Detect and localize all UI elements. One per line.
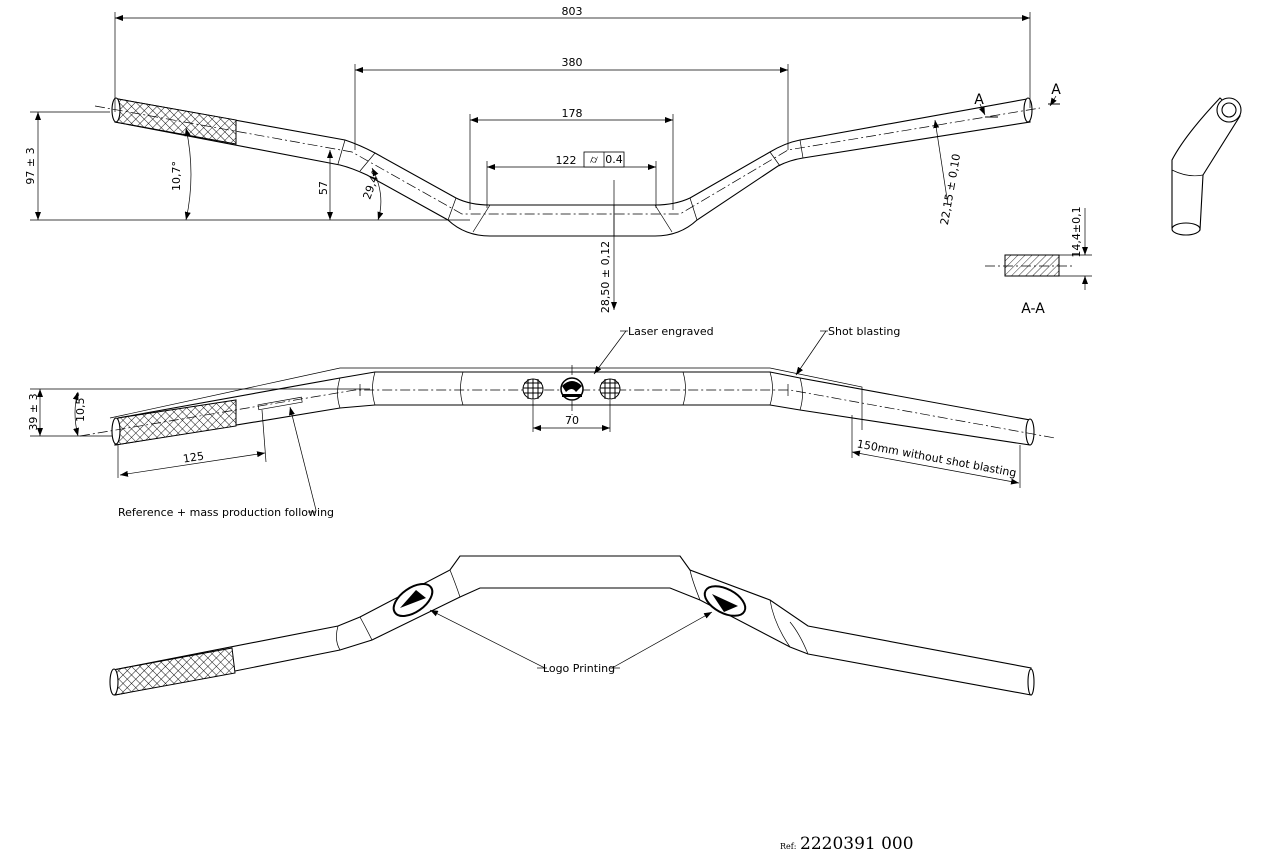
engrave-mark-left-icon [522,378,544,400]
perspective-view: Logo Printing [109,555,1035,696]
dim-pullback: 39 ± 3 [27,393,40,430]
front-view [30,12,1041,237]
label-shot-blasting: Shot blasting [828,325,900,338]
engrave-logo-icon [560,377,584,401]
top-view [79,365,1056,446]
tolerance-value: 0.4 [605,153,623,166]
dim-height: 97 ± 3 [24,147,37,184]
label-logo-printing: Logo Printing [543,662,615,675]
dim-engrave-spacing: 70 [565,414,579,427]
dim-no-blast-length: 150mm without shot blasting [856,437,1018,479]
reference-number: 2220391 000 [800,834,914,854]
dim-knurl-length: 125 [182,450,205,466]
dim-sweep-angle: 10,5° [74,392,87,422]
engrave-mark-right-icon [599,378,621,400]
dim-803: 803 [562,5,583,18]
label-reference-note: Reference + mass production following [118,506,334,519]
dim-122: 122 [556,154,577,167]
perspective-grip-knurl [112,647,236,696]
top-grip-knurl [114,399,237,446]
section-mark-left: A [974,92,984,108]
logo-right-icon [703,585,747,617]
label-laser-engraved: Laser engraved [628,325,714,338]
dim-380: 380 [562,56,583,69]
section-view: 14,4±0,1 A-A [985,206,1092,317]
dim-wall: 14,4±0,1 [1070,206,1083,257]
dim-rise: 57 [317,181,330,195]
front-grip-knurl [114,98,237,145]
dim-178: 178 [562,107,583,120]
reference-block: Ref: 2220391 000 [780,834,914,854]
front-dimensions: 803 380 178 122 ⌭ 0.4 97 ± 3 57 10,7° 29… [24,5,1061,313]
tolerance-symbol-icon: ⌭ [590,153,598,166]
front-bar-outline [114,98,1031,237]
dim-angle-grip: 10,7° [170,161,183,191]
section-title: A-A [1021,301,1045,317]
iso-view [1171,97,1242,236]
section-wall [1004,254,1060,277]
logo-left-icon [392,583,434,617]
section-mark-right: A [1051,82,1061,98]
dim-center-diameter: 28,50 ± 0,12 [599,241,612,313]
reference-prefix: Ref: [780,842,796,851]
